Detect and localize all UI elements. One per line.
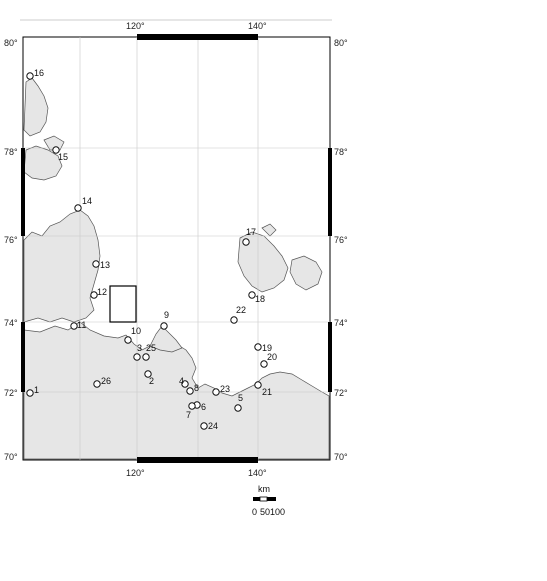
site-marker-25 bbox=[142, 353, 150, 361]
land-north-island-3 bbox=[43, 135, 65, 151]
site-label-25: 25 bbox=[146, 343, 156, 353]
land-east-island-2 bbox=[289, 255, 323, 291]
scale-label-100: 100 bbox=[270, 507, 285, 517]
site-label-14: 14 bbox=[82, 196, 92, 206]
land-group bbox=[23, 77, 330, 460]
site-label-26: 26 bbox=[101, 376, 111, 386]
lat-tick-left-80: 80° bbox=[4, 38, 18, 48]
site-label-13: 13 bbox=[100, 260, 110, 270]
site-label-2: 2 bbox=[149, 376, 154, 386]
site-marker-11 bbox=[70, 322, 78, 330]
site-label-7: 7 bbox=[186, 410, 191, 420]
site-label-19: 19 bbox=[262, 343, 272, 353]
lat-tick-right-72: 72° bbox=[334, 388, 348, 398]
site-marker-7 bbox=[188, 402, 196, 410]
site-label-23: 23 bbox=[220, 384, 230, 394]
scale-label-0: 0 bbox=[252, 507, 257, 517]
site-label-1: 1 bbox=[34, 385, 39, 395]
site-marker-20 bbox=[260, 360, 268, 368]
lat-tick-left-70: 70° bbox=[4, 452, 18, 462]
site-marker-10 bbox=[124, 336, 132, 344]
scale-segment-1 bbox=[253, 497, 260, 501]
scale-segment-2 bbox=[259, 496, 268, 502]
land-central-cape bbox=[149, 325, 183, 353]
site-label-17: 17 bbox=[246, 227, 256, 237]
site-marker-15 bbox=[52, 146, 60, 154]
lat-tick-right-74: 74° bbox=[334, 318, 348, 328]
scale-unit: km bbox=[258, 484, 270, 494]
scale-segment-3 bbox=[267, 497, 276, 501]
site-marker-14 bbox=[74, 204, 82, 212]
site-marker-1 bbox=[26, 389, 34, 397]
site-label-21: 21 bbox=[262, 387, 272, 397]
site-label-4: 4 bbox=[179, 376, 184, 386]
scale-label-50: 50 bbox=[260, 507, 270, 517]
lat-tick-right-70: 70° bbox=[334, 452, 348, 462]
site-marker-12 bbox=[90, 291, 98, 299]
site-label-5: 5 bbox=[238, 393, 243, 403]
lat-tick-left-78: 78° bbox=[4, 147, 18, 157]
site-marker-2 bbox=[144, 370, 152, 378]
frame-bars bbox=[21, 34, 332, 463]
site-marker-26 bbox=[93, 380, 101, 388]
site-marker-22 bbox=[230, 316, 238, 324]
study-area-box bbox=[109, 285, 137, 323]
site-marker-5 bbox=[234, 404, 242, 412]
site-label-3: 3 bbox=[137, 343, 142, 353]
site-marker-8 bbox=[186, 387, 194, 395]
lon-tick-bottom-140: 140° bbox=[248, 468, 267, 478]
site-label-11: 11 bbox=[77, 320, 86, 330]
lat-tick-left-74: 74° bbox=[4, 318, 18, 328]
site-marker-13 bbox=[92, 260, 100, 268]
graticule bbox=[23, 37, 330, 460]
site-marker-18 bbox=[248, 291, 256, 299]
site-marker-9 bbox=[160, 322, 168, 330]
lat-tick-right-78: 78° bbox=[334, 147, 348, 157]
scale-bar: km 0 50 100 bbox=[252, 484, 285, 517]
lat-tick-left-76: 76° bbox=[4, 235, 18, 245]
lon-tick-bottom-120: 120° bbox=[126, 468, 145, 478]
land-east-island-3 bbox=[261, 223, 277, 237]
site-label-18: 18 bbox=[255, 294, 265, 304]
lon-tick-top-120: 120° bbox=[126, 21, 145, 31]
lat-tick-left-72: 72° bbox=[4, 388, 18, 398]
site-marker-23 bbox=[212, 388, 220, 396]
lat-tick-right-80: 80° bbox=[334, 38, 348, 48]
site-label-6: 6 bbox=[201, 402, 206, 412]
site-marker-17 bbox=[242, 238, 250, 246]
site-label-8: 8 bbox=[194, 383, 199, 393]
sites-layer: 1234567891011121314151617181920212223242… bbox=[26, 68, 277, 431]
site-label-12: 12 bbox=[97, 287, 107, 297]
site-label-16: 16 bbox=[34, 68, 44, 78]
site-label-9: 9 bbox=[164, 310, 169, 320]
lat-tick-right-76: 76° bbox=[334, 235, 348, 245]
site-label-10: 10 bbox=[131, 326, 141, 336]
land-mainland bbox=[23, 321, 330, 460]
site-label-20: 20 bbox=[267, 352, 277, 362]
site-marker-16 bbox=[26, 72, 34, 80]
site-marker-19 bbox=[254, 343, 262, 351]
site-label-22: 22 bbox=[236, 305, 246, 315]
site-marker-24 bbox=[200, 422, 208, 430]
land-north-island-1 bbox=[23, 77, 49, 137]
lon-tick-top-140: 140° bbox=[248, 21, 267, 31]
site-label-24: 24 bbox=[208, 421, 218, 431]
site-marker-3 bbox=[133, 353, 141, 361]
site-marker-21 bbox=[254, 381, 262, 389]
site-label-15: 15 bbox=[58, 152, 68, 162]
site-marker-4 bbox=[181, 380, 189, 388]
